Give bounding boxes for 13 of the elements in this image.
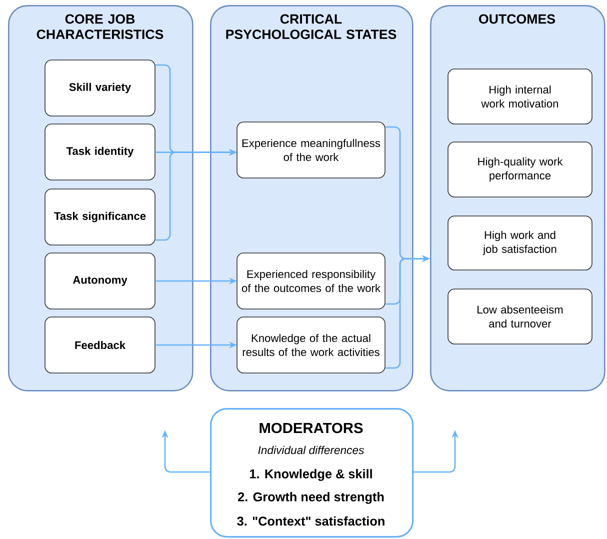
text-box: High work and job satisfaction	[448, 216, 592, 270]
text-box: Experience meaningfullness of the work	[236, 122, 386, 178]
text-box: Skill variety	[44, 60, 156, 116]
text-box: High-quality work performance	[448, 142, 592, 198]
text-box: Task significance	[44, 188, 156, 246]
text-box: High internal work motivation	[448, 68, 592, 124]
text-box: Experienced responsibility of the outcomes of the work	[236, 252, 386, 310]
text-box: Task identity	[44, 124, 156, 180]
text-box: Knowledge of the actual results of the work activities	[236, 316, 386, 374]
text-box: Autonomy	[44, 252, 156, 310]
text-box: Low absenteeism and turnover	[448, 288, 592, 344]
text-box: Feedback	[44, 316, 156, 374]
moderator-box: MODERATORS Individual differences 1. Knowledge & skill 2. Growth need strength 3. "Context" satisfaction	[210, 408, 414, 538]
